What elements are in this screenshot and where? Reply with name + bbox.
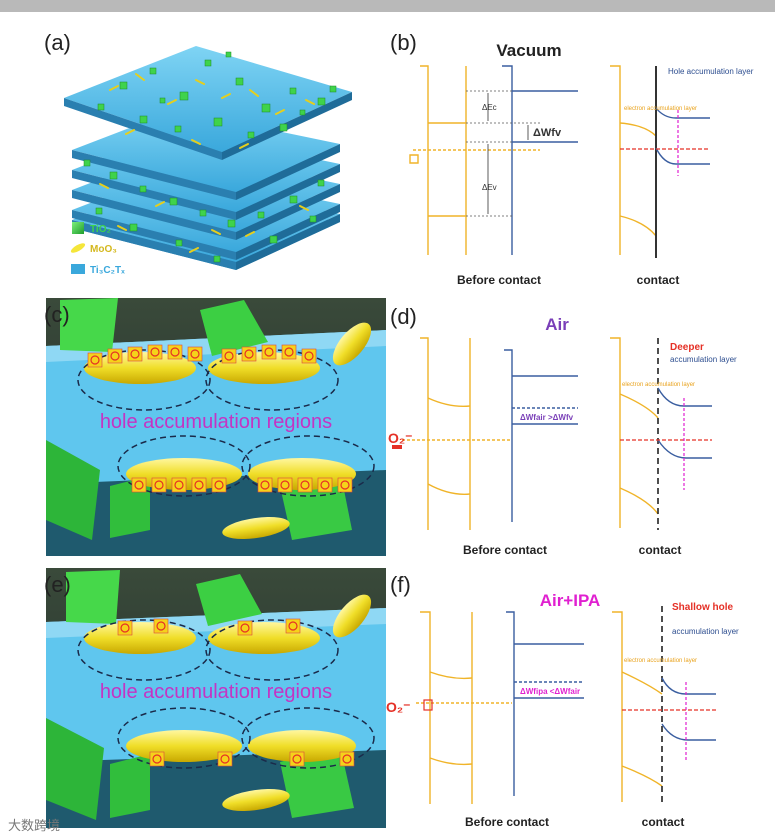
mxene-legend-icon — [71, 264, 85, 274]
band-blue — [502, 65, 578, 255]
delta-ec: ΔEc — [482, 103, 497, 112]
arrows-b — [487, 93, 529, 214]
panel-b-title: Vacuum — [496, 41, 561, 60]
band-contact-f — [612, 606, 716, 804]
panel-d: Air O₂⁻ ΔWfair >ΔWfv Deeper ac — [388, 315, 737, 557]
panel-b-label: (b) — [390, 30, 417, 55]
contact-d: contact — [639, 543, 682, 557]
legend-tio2: TiO₂ — [90, 224, 111, 235]
moo3-legend-icon — [70, 243, 86, 253]
band-yellow-f — [416, 611, 512, 804]
legend-moo3: MoO₃ — [90, 244, 117, 255]
band-yellow — [409, 65, 540, 255]
o2-label-f: O₂⁻ — [386, 699, 411, 715]
panel-f-label: (f) — [390, 572, 411, 597]
mxene-stack — [64, 46, 352, 270]
panel-f: Air+IPA O₂⁻ ΔWfipa <ΔWfair Shallow — [386, 591, 739, 829]
panel-f-title: Air+IPA — [540, 591, 601, 610]
electron-annot-b: electron accumulation layer — [624, 106, 697, 112]
panel-d-title: Air — [545, 315, 569, 334]
delta-ev: ΔEv — [482, 183, 497, 192]
band-contact-d — [610, 337, 712, 530]
before-contact-d: Before contact — [463, 543, 547, 557]
electron-annot-f: electron accumulation layer — [624, 658, 697, 664]
panel-e-render — [46, 568, 386, 828]
panel-b: Vacuum ΔEc ΔEv ΔWfv — [409, 41, 754, 287]
moo3-rods — [99, 73, 315, 253]
delta-wf: ΔWfv — [533, 127, 562, 139]
electron-annot-d: electron accumulation layer — [622, 382, 695, 388]
before-contact-b: Before contact — [457, 273, 541, 287]
legend: TiO₂ MoO₃ Ti₃C₂Tₓ — [70, 222, 125, 276]
oxygen-adsorbates-e — [117, 618, 355, 767]
before-contact-f: Before contact — [465, 815, 549, 829]
deeper-label: Deeper — [670, 342, 704, 353]
guides — [466, 90, 540, 217]
o2-label-d: O₂⁻ — [388, 430, 413, 446]
band-yellow-d — [402, 337, 512, 530]
oxygen-adsorbates-c — [87, 344, 353, 493]
shallow-label: Shallow hole — [672, 602, 734, 613]
hole-regions-e: hole accumulation regions — [100, 681, 332, 703]
top-bar — [0, 0, 775, 12]
accum-label-d: accumulation layer — [670, 355, 737, 364]
band-blue-f — [506, 611, 584, 796]
tio2-legend-icon — [72, 222, 84, 234]
relation-d: ΔWfair >ΔWfv — [520, 413, 574, 422]
contact-f: contact — [642, 815, 685, 829]
panel-a-label: (a) — [44, 30, 71, 55]
panel-d-label: (d) — [390, 304, 417, 329]
hole-annot-1: Hole accumulation layer — [668, 67, 754, 76]
o2-marker-f — [423, 699, 433, 711]
tio2-particles — [83, 51, 337, 263]
relation-f: ΔWfipa <ΔWfair — [520, 687, 580, 696]
legend-mxene: Ti₃C₂Tₓ — [90, 265, 125, 276]
hole-regions-c: hole accumulation regions — [100, 411, 332, 433]
panel-e-label: (e) — [44, 572, 71, 597]
o2-marker-d — [392, 445, 402, 449]
accum-label-f: accumulation layer — [672, 627, 739, 636]
contact-b: contact — [637, 273, 680, 287]
band-blue-d — [504, 349, 578, 522]
panel-c-label: (c) — [44, 302, 70, 327]
band-contact — [610, 65, 710, 258]
watermark-text: 大数跨境 — [8, 818, 61, 833]
